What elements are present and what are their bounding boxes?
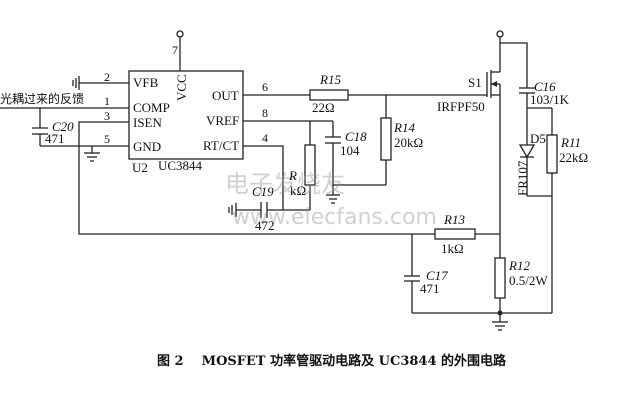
- pin-label-comp: COMP: [133, 100, 170, 115]
- capacitor-c19: [260, 202, 268, 218]
- pin-number: 1: [104, 94, 110, 108]
- capacitor-c17: [404, 275, 420, 282]
- c17-ref: C17: [426, 268, 448, 283]
- r13-ref: R13: [443, 212, 465, 227]
- pin-number: 7: [172, 43, 178, 57]
- r14-ref: R14: [393, 120, 415, 135]
- r14-value: 20kΩ: [394, 135, 423, 150]
- pin-label-gnd: GND: [133, 139, 161, 154]
- resistor-r13: [434, 228, 476, 240]
- s1-ref: S1: [468, 75, 482, 90]
- feedback-label: 光耦过来的反馈: [0, 91, 84, 106]
- pin-label-vcc: VCC: [174, 74, 189, 101]
- ic-uc3844-body: [128, 70, 244, 160]
- capacitor-c16: [519, 87, 535, 94]
- pin-label-vref: VREF: [206, 113, 239, 128]
- capacitor-c20: [32, 127, 48, 135]
- resistor-r15: [309, 89, 349, 101]
- drain-terminal: [496, 30, 504, 38]
- figure-caption: 图 2 MOSFET 功率管驱动电路及 UC3844 的外围电路: [157, 353, 507, 369]
- resistor-r16: [304, 144, 316, 186]
- s1-value: IRFPF50: [437, 99, 485, 114]
- c20-ref: C20: [52, 119, 74, 134]
- c20-value: 471: [45, 131, 65, 146]
- c17-value: 471: [420, 281, 440, 296]
- pin-number: 8: [262, 106, 268, 120]
- watermark-cn: 电子发烧友: [225, 170, 345, 198]
- ic-part: UC3844: [158, 158, 203, 173]
- c18-value: 104: [340, 143, 360, 158]
- pin-label-vfb: VFB: [133, 75, 159, 90]
- pin-number: 5: [104, 132, 110, 146]
- capacitor-c18: [325, 136, 341, 144]
- pin-number: 6: [262, 80, 268, 94]
- pin-label-isen: ISEN: [133, 115, 163, 130]
- watermark-url: www.elecfans.com: [232, 205, 437, 230]
- mosfet-s1: [486, 70, 497, 98]
- ground-icon: [228, 203, 237, 217]
- r16-ref: R: [288, 168, 297, 183]
- r15-ref: R15: [319, 72, 341, 87]
- ground-icon: [326, 194, 340, 204]
- ground-icon: [72, 76, 80, 90]
- r12-ref: R12: [508, 258, 530, 273]
- d5-ref: D5: [530, 131, 546, 146]
- d5-value: FR107: [515, 160, 530, 196]
- pin-number: 3: [104, 109, 110, 123]
- pin-number: 4: [262, 131, 268, 145]
- pin-label-out: OUT: [212, 88, 239, 103]
- ground-icon: [492, 321, 508, 331]
- r15-value: 22Ω: [312, 100, 335, 115]
- r11-value: 22kΩ: [559, 150, 588, 165]
- resistor-r11: [546, 134, 558, 174]
- c18-ref: C18: [345, 129, 367, 144]
- vcc-terminal: [176, 30, 184, 38]
- c16-value: 103/1K: [530, 92, 570, 107]
- c16-ref: C16: [534, 79, 556, 94]
- resistor-r12: [494, 257, 506, 299]
- diode-d5: [518, 144, 536, 159]
- ground-icon: [84, 152, 100, 162]
- wires: [0, 37, 553, 322]
- c19-value: 472: [255, 218, 275, 233]
- pin-label-rtct: RT/CT: [203, 138, 239, 153]
- pin-number: 2: [104, 70, 110, 84]
- r11-ref: R11: [560, 135, 581, 150]
- c19-ref: C19: [252, 184, 274, 199]
- resistor-r14: [380, 117, 392, 161]
- ic-ref: U2: [132, 160, 148, 175]
- junction-dot: [497, 310, 503, 316]
- r12-value: 0.5/2W: [509, 273, 548, 288]
- r13-value: 1kΩ: [441, 241, 464, 256]
- r16-value: kΩ: [290, 183, 306, 198]
